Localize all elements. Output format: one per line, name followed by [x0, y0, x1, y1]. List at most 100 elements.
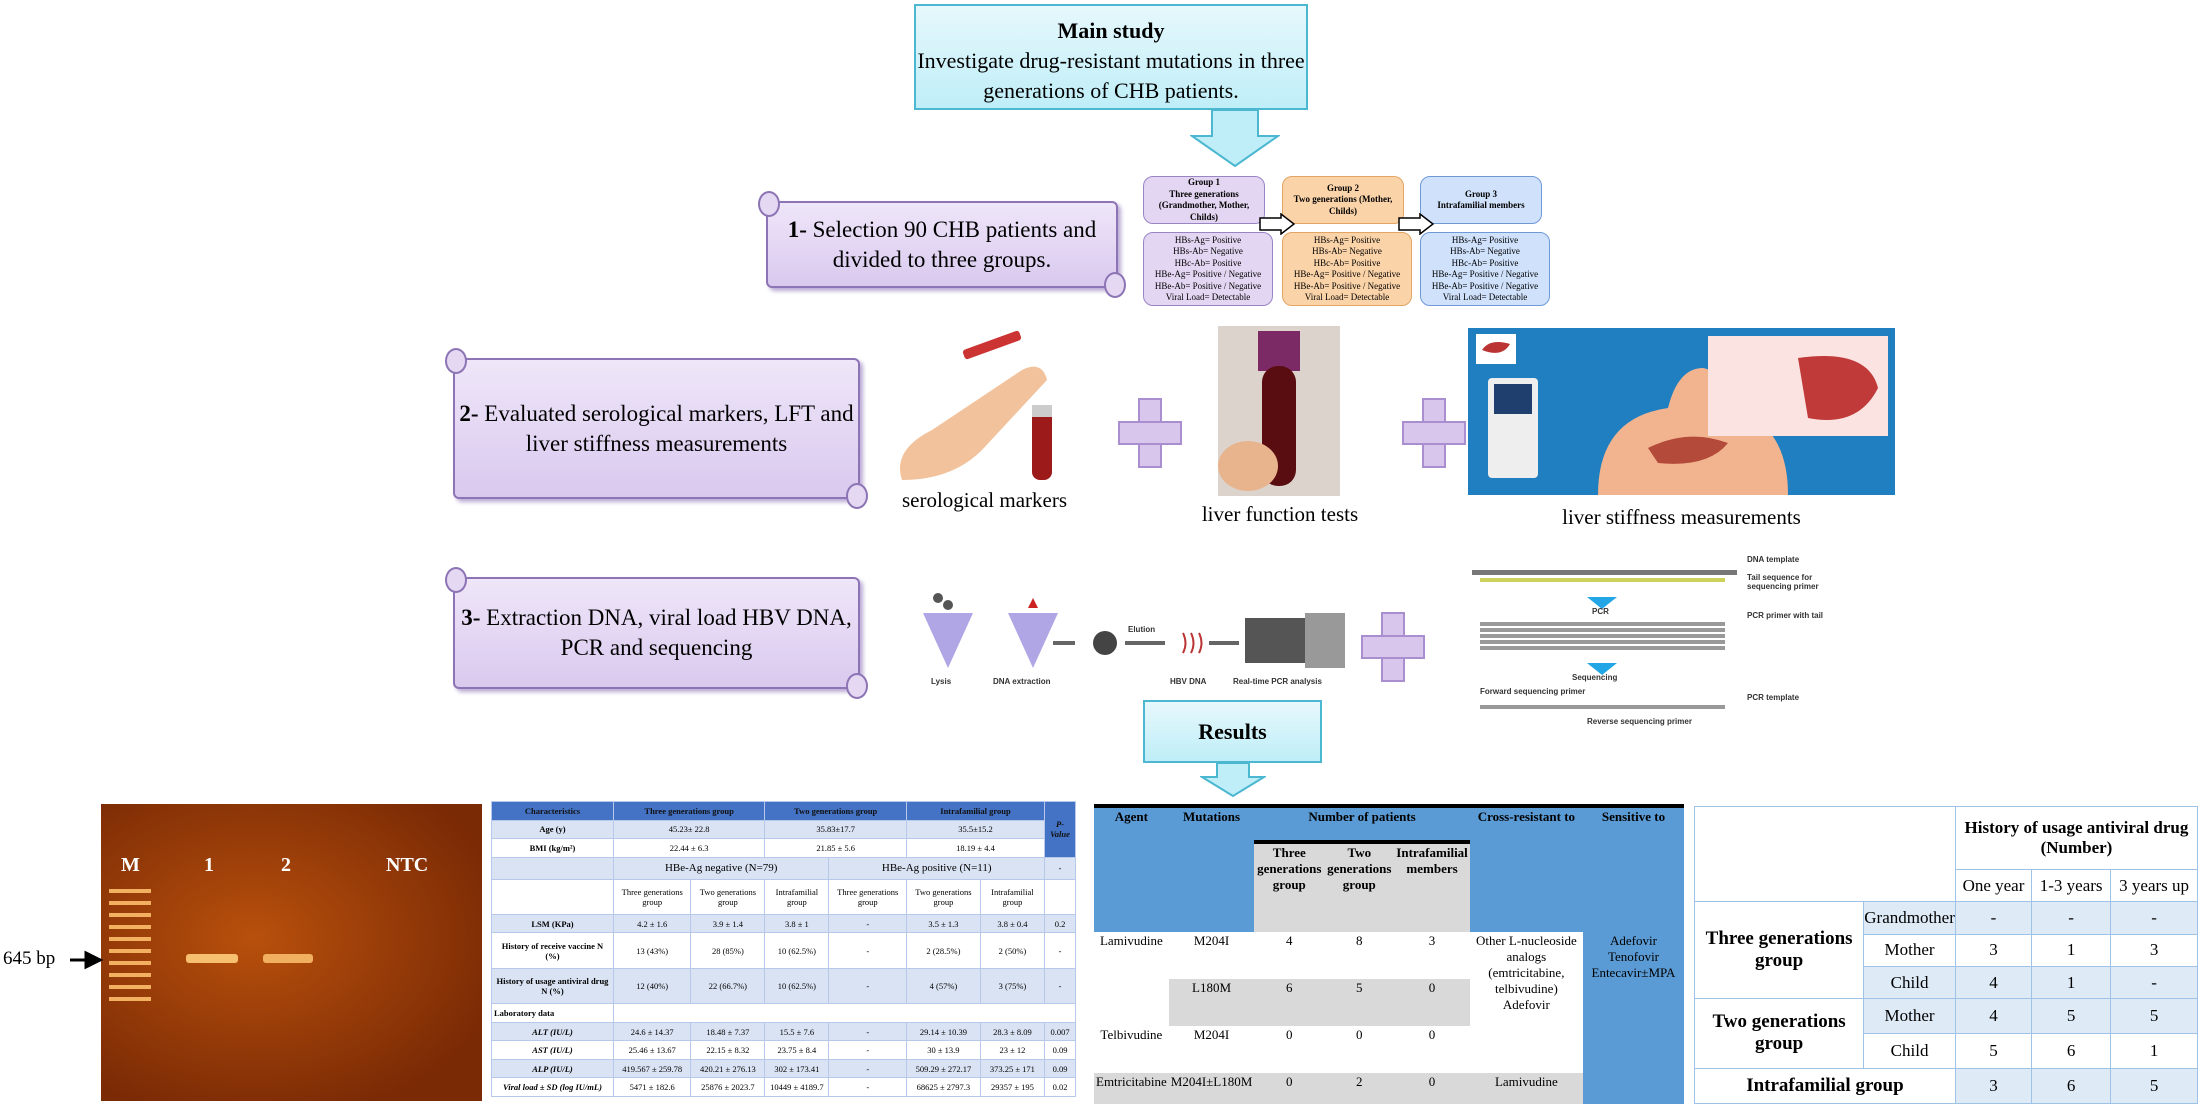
table-header-row: History of usage antiviral drug (Number) [1694, 805, 2199, 903]
table-cell: 18.19 ± 4.4 [906, 838, 1045, 858]
group-label: Two generations group [1693, 998, 1865, 1069]
blood-tube-image [1218, 326, 1340, 496]
table-cell: 23 ± 12 [979, 1040, 1046, 1060]
results-box: Results [1143, 700, 1322, 763]
table-cell: M204I [1193, 932, 1230, 948]
marker-item: HBe-Ab= Positive / Negative [1293, 280, 1401, 291]
lane-label-m: M [121, 854, 140, 876]
column-header: Characteristics [491, 801, 614, 821]
row-label: History of receive vaccine N (%) [491, 932, 614, 969]
column-header: Three generations group [1254, 842, 1325, 932]
subgroup-header: Two generations group [906, 878, 981, 915]
table-cell: 6 [1254, 978, 1325, 1026]
table-cell: 4 [1286, 932, 1293, 948]
band-lane-2 [263, 954, 313, 963]
subgroup-header: Intrafamilial group [764, 878, 830, 915]
table-cell: 8 [1356, 932, 1363, 948]
lane-label-1: 1 [204, 854, 214, 876]
sensitive-cell: Adefovir Tenofovir Entecavir±MPA [1582, 931, 1684, 1104]
label-dna-template: DNA template [1747, 555, 1800, 564]
table-cell: 302 ± 173.41 [764, 1058, 830, 1079]
table-cell: 10449 ± 4189.7 [764, 1077, 830, 1097]
table-cell: 6 [2031, 1032, 2112, 1069]
label-pcr-primer: PCR primer with tail [1747, 611, 1824, 620]
table-cell: 1 [2110, 1032, 2198, 1069]
table-cell: 0 [1394, 1072, 1470, 1104]
table-cell: 30 ± 13.9 [906, 1040, 981, 1060]
column-header: Number of patients [1254, 808, 1470, 845]
table-cell: 23.75 ± 8.4 [764, 1040, 830, 1060]
marker-item: HBe-Ab= Positive / Negative [1154, 280, 1262, 291]
marker-item: Viral Load= Detectable [1442, 292, 1528, 302]
table-cell: 10 (62.5%) [764, 967, 830, 1005]
table-cell: 29357 ± 195 [979, 1077, 1046, 1097]
step-1-scroll: 1- Selection 90 CHB patients and divided… [758, 191, 1126, 298]
hbe-positive-header: HBe-Ag positive (N=11) [828, 856, 1045, 880]
label-elution: Elution [1128, 625, 1156, 634]
table-cell: 0 [1428, 1026, 1436, 1042]
table-cell: 0 [1286, 1026, 1293, 1042]
table-cell: 0.09 [1044, 1058, 1076, 1079]
marker-item: Viral Load= Detectable [1165, 292, 1251, 302]
down-arrow-icon [1200, 763, 1266, 797]
step-1-number: 1- [787, 216, 807, 242]
table-cell: 68625 ± 2797.3 [906, 1077, 981, 1097]
lane-label-ntc: NTC [386, 854, 429, 876]
caption-liver-stiffness: liver stiffness measurements [1562, 505, 1801, 529]
band-lane-1 [186, 954, 238, 963]
cross-resistant-cell: Other L-nucleoside analogs (emtricitabin… [1476, 932, 1577, 1012]
results-title: Results [1198, 718, 1267, 744]
table-cell: 420.21 ± 276.13 [690, 1058, 766, 1079]
table-cell: 35.83±17.7 [764, 819, 907, 840]
empty-cell [491, 878, 614, 915]
table-cell: 45.23± 22.8 [612, 819, 766, 840]
down-arrow-icon [1190, 110, 1280, 168]
table-cell: 0 [1254, 1072, 1325, 1104]
main-study-text: Investigate drug-resistant mutations in … [917, 48, 1305, 103]
group-subtitle: Intrafamilial members [1437, 200, 1525, 210]
group-label: Intrafamilial group [1694, 1067, 1956, 1105]
band-size-label: 645 bp [3, 948, 56, 969]
label-dna-extraction: DNA extraction [993, 677, 1051, 686]
table-cell: 4.2 ± 1.6 [612, 913, 692, 934]
step-2-number: 2- [459, 400, 479, 426]
table-cell: 3 [1954, 1067, 2033, 1105]
table-cell: 28.3 ± 8.09 [979, 1021, 1046, 1042]
table-cell: 4 [1954, 966, 2033, 1000]
column-header: Mutations [1168, 808, 1255, 932]
table-cell: Child [1863, 966, 1956, 1000]
table-cell: 3.8 ± 1 [764, 913, 830, 934]
antiviral-history-table: History of usage antiviral drug (Number)… [1693, 805, 2199, 1105]
column-header: Intrafamilial group [906, 801, 1045, 821]
empty-cell [612, 1003, 1077, 1023]
table-cell: 28 (85%) [690, 932, 766, 969]
empty-cell [1694, 805, 1956, 903]
table-cell: 5 [1954, 1032, 2033, 1069]
marker-item: HBc-Ab= Positive [1313, 257, 1381, 268]
right-arrow-icon [1259, 213, 1295, 235]
table-cell: 3 (75%) [979, 967, 1046, 1005]
table-row: History of usage antiviral drug N (%)12 … [491, 967, 1076, 1005]
table-cell: 3.9 ± 1.4 [690, 913, 766, 934]
table-cell: 419.567 ± 259.78 [612, 1058, 692, 1079]
marker-item: HBc-Ab= Positive [1174, 257, 1242, 268]
column-header: Cross-resistant to [1469, 808, 1583, 932]
marker-item: HBs-Ag= Positive [1451, 234, 1519, 245]
table-cell: Telbivudine [1100, 1026, 1163, 1042]
table-cell: - [828, 1077, 907, 1097]
table-cell: - [828, 1040, 907, 1060]
table-cell: 5 [2110, 998, 2198, 1034]
